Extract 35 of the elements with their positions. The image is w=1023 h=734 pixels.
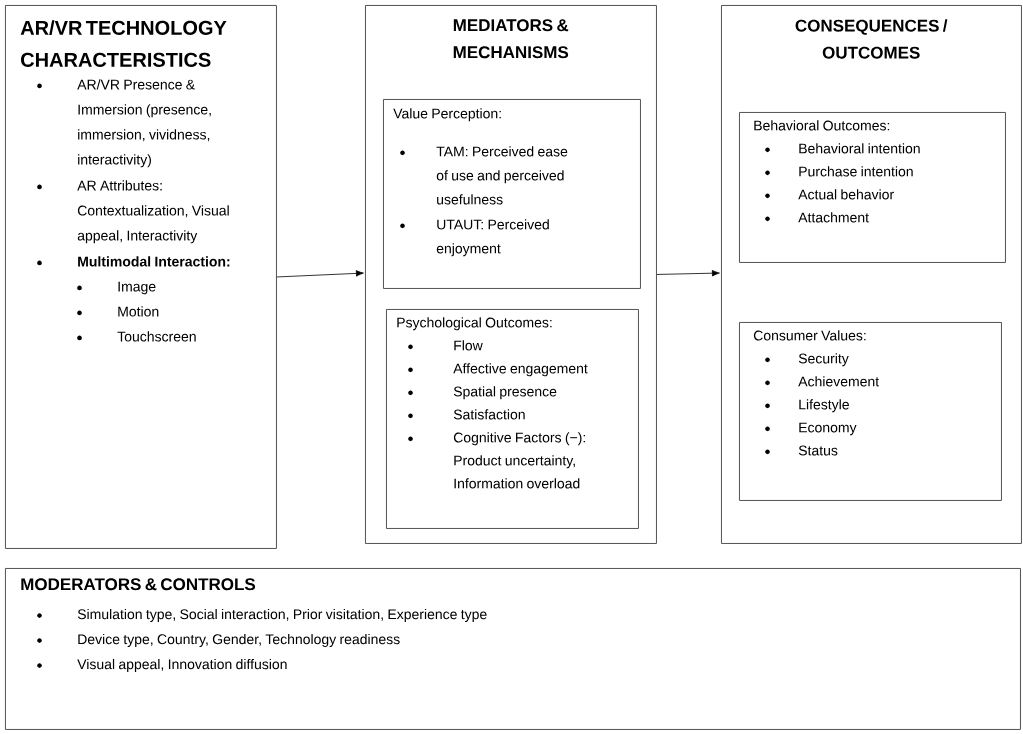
bullet-item: UTAUT: Perceived enjoyment [400,219,549,257]
arrow [656,270,720,277]
box-heading: Consumer Values: [753,330,866,341]
bullet-item: Simulation type, Social interaction, Prior visitation, Experience type [37,608,487,622]
bullet-item: Economy [765,422,857,436]
box-heading: Value Perception: [393,108,501,122]
bullet-item: Satisfaction [408,409,525,420]
bullet-item: AR Attributes: Contextualization, Visual appeal, Interactivity [37,180,229,244]
box-heading: MODERATORS & CONTROLS [21,578,256,591]
bullet-item: Status [765,445,838,456]
bullet-item: Security [765,353,849,367]
box-heading: CONSEQUENCES / OUTCOMES [795,19,948,59]
bullet-item: Affective engagement [408,363,588,377]
box-heading: AR/VR TECHNOLOGY CHARACTERISTICS [20,20,227,67]
bullet-item: Actual behavior [765,189,894,200]
bullet-item: Purchase intention [765,166,913,177]
box-heading: Psychological Outcomes: [397,317,552,331]
box-heading: Behavioral Outcomes: [754,120,890,131]
bullet-item: TAM: Perceived ease of use and perceived usefulness [400,146,568,205]
bullet-item: Device type, Country, Gender, Technology readiness [37,633,400,647]
bullet-item: Cognitive Factors (−): Product uncertainty, Information overload [408,432,585,489]
bullet-item: Achievement [765,376,880,387]
bullet-item: Visual appeal, Innovation diffusion [37,658,287,672]
bullet-item: Motion [77,306,159,317]
bullet-item: Behavioral intention [765,143,920,154]
bullet-item: AR/VR Presence & Immersion (presence, immersion, vividness, interactivity) [37,79,211,168]
arrow [276,270,364,278]
bullet-item: Flow [408,340,483,351]
bullet-item: Multimodal Interaction: [37,256,230,267]
bullet-item: Touchscreen [77,331,196,342]
bullet-item: Image [77,281,156,295]
bullet-item: Spatial presence [408,386,557,400]
box-heading: MEDIATORS & MECHANISMS [453,19,569,59]
bullet-item: Lifestyle [765,399,849,413]
bullet-item: Attachment [765,212,869,223]
